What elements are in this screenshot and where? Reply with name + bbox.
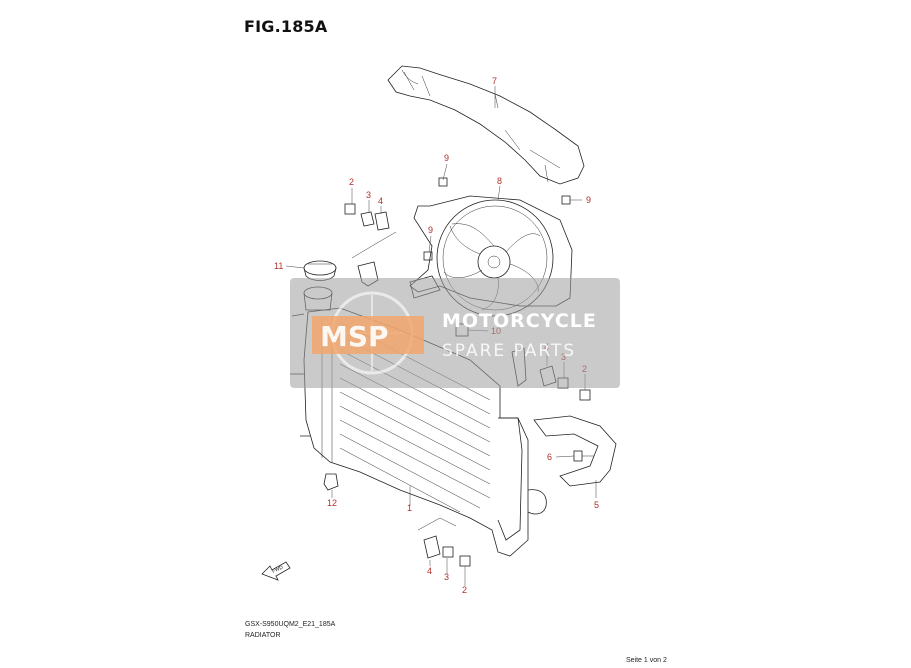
section-name: RADIATOR xyxy=(245,632,281,639)
callout-1: 1 xyxy=(407,503,412,513)
callout-8: 8 xyxy=(497,176,502,186)
callout-5: 5 xyxy=(594,500,599,510)
figure-title: FIG.185A xyxy=(244,17,328,36)
part-9-screws xyxy=(423,177,571,261)
callout-9-mid: 9 xyxy=(428,225,433,235)
page-number: Seite 1 von 2 xyxy=(626,657,667,664)
callout-4-left: 4 xyxy=(378,196,383,206)
callout-4-bottom: 4 xyxy=(427,566,432,576)
watermark-subtitle: SPARE PARTS xyxy=(442,341,576,361)
fwd-label: FWD xyxy=(271,564,284,574)
part-11-radiator-cap xyxy=(303,260,337,281)
part-7-upper-bracket xyxy=(387,65,585,185)
callout-3-left: 3 xyxy=(366,190,371,200)
callout-12: 12 xyxy=(327,498,337,508)
callout-2-left: 2 xyxy=(349,177,354,187)
watermark-logo-icon: MSP xyxy=(312,291,424,375)
parts-2-3-4-bottom-set xyxy=(417,517,471,567)
part-6-bolt xyxy=(573,450,594,462)
callout-9-top: 9 xyxy=(444,153,449,163)
callout-7: 7 xyxy=(492,76,497,86)
parts-2-3-4-left-set xyxy=(344,203,397,259)
watermark-title: MOTORCYCLE xyxy=(442,310,597,332)
callout-3-bottom: 3 xyxy=(444,572,449,582)
callout-9-right: 9 xyxy=(586,195,591,205)
callout-2-bottom: 2 xyxy=(462,585,467,595)
part-5-radiator-hose xyxy=(533,415,617,487)
fwd-arrow-icon: FWD xyxy=(261,561,291,581)
part-12-nut xyxy=(323,473,339,491)
callout-6: 6 xyxy=(547,452,552,462)
watermark: MSP MOTORCYCLE SPARE PARTS xyxy=(290,278,620,388)
watermark-logo-text: MSP xyxy=(320,320,389,353)
model-code: GSX-S950UQM2_E21_185A xyxy=(245,621,336,628)
callout-11: 11 xyxy=(274,261,283,271)
